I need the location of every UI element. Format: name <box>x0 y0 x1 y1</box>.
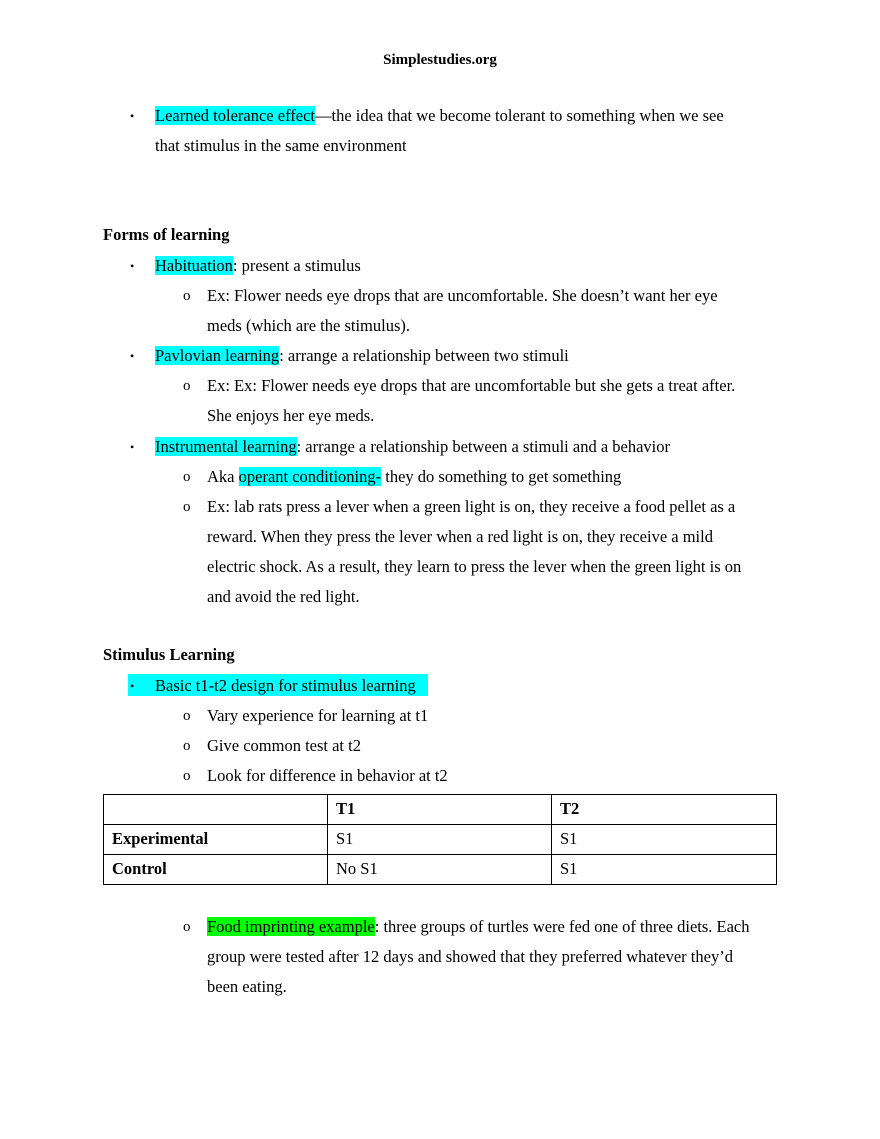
bullet-icon: • <box>130 259 135 273</box>
operant-term: operant conditioning- <box>238 467 382 486</box>
instrumental-example-3: electric shock. As a result, they learn … <box>207 557 742 576</box>
instrumental-desc: : arrange a relationship between a stimu… <box>296 437 670 456</box>
sub-bullet-icon: o <box>183 378 191 394</box>
table-row: Experimental S1 S1 <box>103 824 777 855</box>
operant-line: Aka operant conditioning- they do someth… <box>207 467 621 487</box>
table-header-cell <box>103 794 328 825</box>
operant-desc: they do something to get something <box>381 467 622 486</box>
aka-prefix: Aka <box>207 467 239 486</box>
design-step-2: Give common test at t2 <box>207 736 361 755</box>
table-header-cell: T2 <box>551 794 777 825</box>
table-cell: S1 <box>551 854 777 885</box>
bullet-icon: • <box>130 109 135 123</box>
habituation-example-2: meds (which are the stimulus). <box>207 316 410 335</box>
table-cell: No S1 <box>327 854 552 885</box>
habituation-example-1: Ex: Flower needs eye drops that are unco… <box>207 286 718 305</box>
habituation-line: Habituation: present a stimulus <box>155 256 361 276</box>
table-row-label: Control <box>103 854 328 885</box>
learned-tolerance-line: Learned tolerance effect—the idea that w… <box>155 106 724 126</box>
sub-bullet-icon: o <box>183 708 191 724</box>
food-imprinting-line: Food imprinting example: three groups of… <box>207 917 750 937</box>
design-table: T1 T2 Experimental S1 S1 Control No S1 S… <box>103 794 777 885</box>
sub-bullet-icon: o <box>183 738 191 754</box>
table-row: Control No S1 S1 <box>103 854 777 885</box>
basic-design-highlight <box>128 674 428 696</box>
instrumental-example-2: reward. When they press the lever when a… <box>207 527 713 546</box>
table-header-row: T1 T2 <box>103 794 777 825</box>
design-step-3: Look for difference in behavior at t2 <box>207 766 448 785</box>
bullet-icon: • <box>130 349 135 363</box>
learned-tolerance-line2: that stimulus in the same environment <box>155 136 407 155</box>
habituation-term: Habituation <box>155 256 233 275</box>
table-header-cell: T1 <box>327 794 552 825</box>
food-imprinting-term: Food imprinting example <box>207 917 375 936</box>
table-cell: S1 <box>327 824 552 855</box>
stimulus-heading: Stimulus Learning <box>103 645 235 664</box>
food-imprinting-desc: : three groups of turtles were fed one o… <box>374 917 750 936</box>
instrumental-term: Instrumental learning <box>155 437 297 456</box>
food-imprinting-line2: group were tested after 12 days and show… <box>207 947 733 966</box>
pavlovian-example-1: Ex: Ex: Flower needs eye drops that are … <box>207 376 736 395</box>
sub-bullet-icon: o <box>183 768 191 784</box>
pavlovian-term: Pavlovian learning <box>155 346 280 365</box>
basic-design-line: Basic t1-t2 design for stimulus learning <box>155 676 416 695</box>
pavlovian-desc: : arrange a relationship between two sti… <box>279 346 569 365</box>
sub-bullet-icon: o <box>183 499 191 515</box>
habituation-desc: : present a stimulus <box>232 256 361 275</box>
site-header: Simplestudies.org <box>383 52 497 68</box>
bullet-icon: • <box>130 440 135 454</box>
sub-bullet-icon: o <box>183 288 191 304</box>
forms-heading: Forms of learning <box>103 225 230 244</box>
food-imprinting-line3: been eating. <box>207 977 287 996</box>
learned-tolerance-term: Learned tolerance effect <box>155 106 315 125</box>
bullet-icon: • <box>130 679 135 693</box>
instrumental-example-1: Ex: lab rats press a lever when a green … <box>207 497 736 516</box>
pavlovian-example-2: She enjoys her eye meds. <box>207 406 375 425</box>
sub-bullet-icon: o <box>183 469 191 485</box>
sub-bullet-icon: o <box>183 919 191 935</box>
table-row-label: Experimental <box>103 824 328 855</box>
learned-tolerance-desc: —the idea that we become tolerant to som… <box>315 106 724 125</box>
design-step-1: Vary experience for learning at t1 <box>207 706 429 725</box>
pavlovian-line: Pavlovian learning: arrange a relationsh… <box>155 346 569 366</box>
instrumental-line: Instrumental learning: arrange a relatio… <box>155 437 670 457</box>
table-cell: S1 <box>551 824 777 855</box>
instrumental-example-4: and avoid the red light. <box>207 587 360 606</box>
